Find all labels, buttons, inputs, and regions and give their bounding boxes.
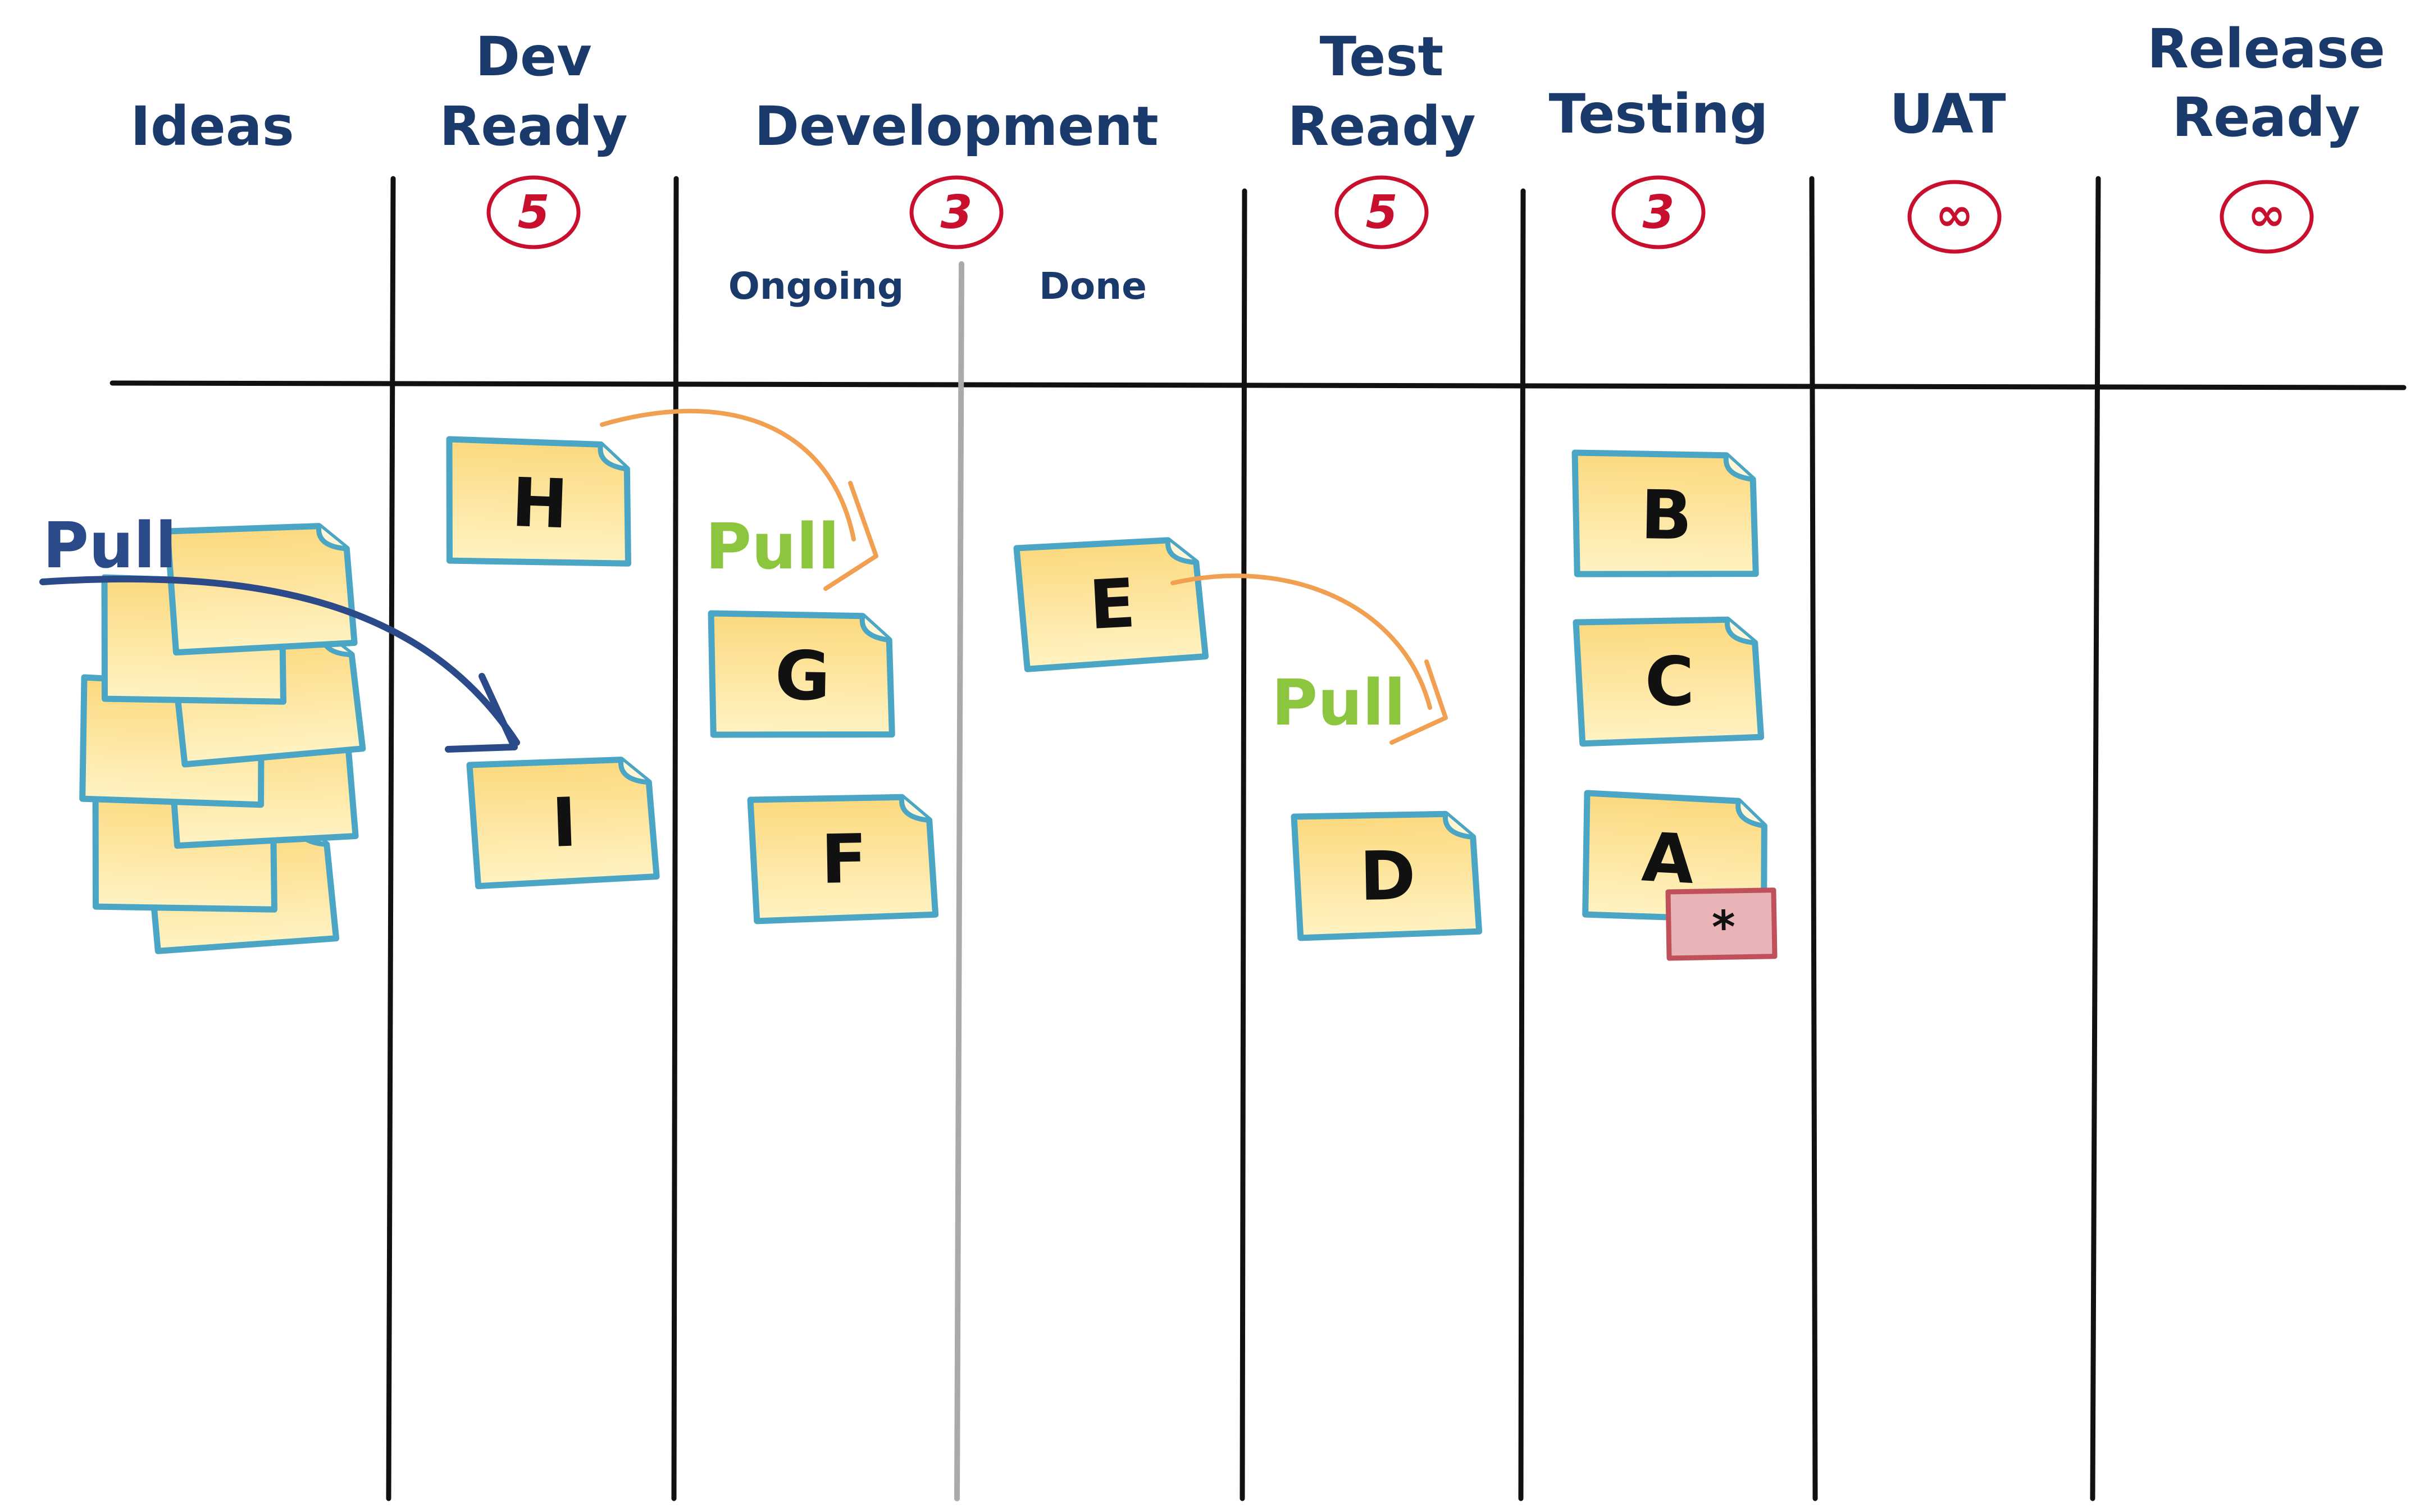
card-e-label: E	[1087, 564, 1137, 645]
column-header-testing: Testing	[1549, 83, 1769, 145]
card-c[interactable]: C	[1576, 619, 1761, 744]
wip-limit-uat: ∞	[1935, 188, 1974, 242]
pull-label-test-ready: Pull	[1272, 667, 1406, 740]
pull-arrow-development-head	[823, 481, 878, 591]
wip-limit-dev-ready: 5	[517, 186, 549, 239]
wip-circle-development	[909, 175, 1004, 249]
ideas-backlog-pile	[78, 525, 363, 951]
column-line-2	[671, 176, 679, 1501]
card-g[interactable]: G	[709, 613, 894, 738]
card-i[interactable]: I	[470, 759, 657, 886]
wip-circle-test-ready	[1334, 175, 1429, 249]
card-e[interactable]: E	[1017, 539, 1206, 670]
card-a[interactable]: A	[1581, 793, 1770, 924]
pull-label-development: Pull	[705, 511, 840, 584]
pull-arrow-development	[600, 408, 856, 541]
blocker-tag-label: *	[1711, 901, 1735, 954]
wip-circle-uat	[1907, 180, 2002, 254]
column-line-5	[1809, 176, 1818, 1501]
wip-circle-dev-ready	[486, 175, 581, 249]
blocker-tag[interactable]: *	[1665, 887, 1778, 961]
column-line-1	[386, 176, 396, 1501]
card-c-label: C	[1644, 643, 1695, 722]
column-lines	[386, 176, 2101, 1501]
wip-limit-testing: 3	[1642, 186, 1674, 239]
wip-limit-release-ready: ∞	[2248, 188, 2286, 242]
card-g-label: G	[774, 637, 831, 716]
card-b[interactable]: B	[1573, 453, 1758, 577]
card-a-label: A	[1640, 818, 1696, 899]
card-f-label: F	[821, 820, 868, 899]
pull-label-ideas: Pull	[43, 509, 177, 582]
header-divider	[110, 380, 2407, 390]
wip-limit-test-ready: 5	[1365, 186, 1397, 239]
wip-limits	[486, 175, 2314, 254]
card-i-label: I	[550, 784, 578, 862]
column-line-6	[2090, 176, 2101, 1501]
card-d[interactable]: D	[1294, 813, 1479, 938]
card-h-label: H	[510, 464, 569, 544]
wip-circle-release-ready	[2220, 180, 2314, 254]
wip-circle-testing	[1611, 175, 1706, 249]
column-line-3	[1240, 188, 1247, 1501]
subcolumn-done: Done	[1039, 265, 1147, 308]
pull-arrow-test-ready-head	[1389, 659, 1448, 745]
card-f[interactable]: F	[750, 796, 936, 921]
subcolumn-line	[954, 261, 964, 1501]
wip-limit-development: 3	[940, 186, 972, 239]
column-header-ideas: Ideas	[130, 95, 294, 158]
pull-arrow-dev-ready	[39, 575, 520, 746]
card-b-label: B	[1640, 476, 1693, 555]
column-header-development: Development	[754, 95, 1158, 158]
pull-arrow-test-ready	[1170, 573, 1432, 710]
subcolumn-ongoing: Ongoing	[728, 265, 904, 308]
column-line-4	[1518, 188, 1526, 1501]
pull-arrow-dev-ready-head	[445, 673, 518, 753]
card-d-label: D	[1359, 837, 1416, 916]
card-h[interactable]: H	[445, 439, 632, 567]
column-header-uat: UAT	[1889, 83, 2006, 145]
